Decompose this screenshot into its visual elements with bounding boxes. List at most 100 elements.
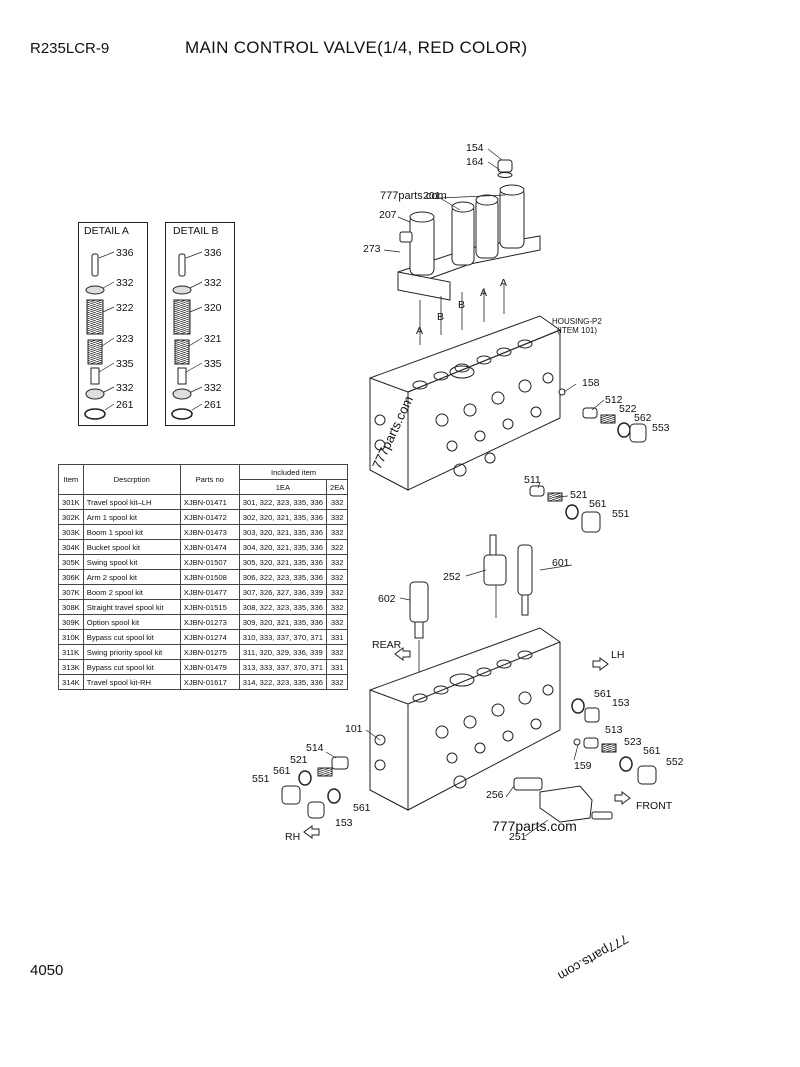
svg-text:B: B bbox=[458, 299, 465, 311]
svg-text:201: 201 bbox=[423, 190, 441, 202]
cell-desc: Option spool kit bbox=[82, 614, 181, 630]
col-desc: Descrption bbox=[82, 464, 181, 495]
cell-partno: XJBN-01471 bbox=[179, 494, 240, 510]
lower-side-parts bbox=[281, 698, 657, 823]
svg-text:336: 336 bbox=[116, 247, 134, 259]
cell-item: 313K bbox=[58, 659, 84, 675]
svg-text:252: 252 bbox=[443, 571, 461, 583]
lower-top-parts bbox=[409, 534, 533, 680]
lower-callouts: 252 601 602 REAR LH 101 514 521 561 551 … bbox=[252, 557, 684, 843]
svg-text:207: 207 bbox=[379, 209, 397, 221]
svg-text:511: 511 bbox=[524, 474, 541, 486]
cell-2ea: 331 bbox=[325, 629, 349, 645]
svg-text:332: 332 bbox=[116, 382, 134, 394]
cell-1ea: 304, 320, 321, 335, 336 bbox=[238, 539, 327, 555]
svg-text:332: 332 bbox=[204, 382, 222, 394]
svg-text:551: 551 bbox=[612, 508, 630, 520]
detail-b-title: DETAIL B bbox=[173, 225, 219, 237]
cell-item: 309K bbox=[58, 614, 84, 630]
cell-1ea: 305, 320, 321, 335, 336 bbox=[238, 554, 327, 570]
watermarks: 777parts.com 777parts.com 777parts.com 7… bbox=[369, 190, 631, 984]
col-partno: Parts no bbox=[179, 464, 240, 495]
detail-a: DETAIL A 336 332 322 323 335 332 261 bbox=[84, 225, 134, 420]
cell-partno: XJBN-01515 bbox=[179, 599, 240, 615]
upper-right-parts bbox=[529, 388, 647, 533]
svg-text:154: 154 bbox=[466, 142, 484, 154]
svg-text:552: 552 bbox=[666, 756, 684, 768]
cell-desc: Arm 1 spool kit bbox=[82, 509, 181, 525]
svg-text:335: 335 bbox=[116, 358, 134, 370]
svg-text:521: 521 bbox=[570, 489, 588, 501]
cell-item: 304K bbox=[58, 539, 84, 555]
cell-1ea: 301, 322, 323, 335, 336 bbox=[238, 494, 327, 510]
spool-bolt bbox=[91, 253, 99, 277]
cell-2ea: 322 bbox=[325, 539, 349, 555]
cell-item: 308K bbox=[58, 599, 84, 615]
svg-text:561: 561 bbox=[594, 688, 612, 700]
cell-2ea: 332 bbox=[325, 674, 349, 690]
cell-1ea: 310, 333, 337, 370, 371 bbox=[238, 629, 327, 645]
svg-text:777parts.com: 777parts.com bbox=[555, 931, 631, 983]
svg-text:FRONT: FRONT bbox=[636, 800, 673, 812]
cell-desc: Arm 2 spool kit bbox=[82, 569, 181, 585]
cell-partno: XJBN-01273 bbox=[179, 614, 240, 630]
direction-arrows bbox=[303, 647, 631, 839]
svg-text:602: 602 bbox=[378, 593, 396, 605]
svg-text:251: 251 bbox=[509, 831, 527, 843]
cell-1ea: 308, 322, 323, 335, 336 bbox=[238, 599, 327, 615]
cell-partno: XJBN-01617 bbox=[179, 674, 240, 690]
svg-text:601: 601 bbox=[552, 557, 570, 569]
cell-desc: Straight travel spool kit bbox=[82, 599, 181, 615]
inner-spring bbox=[87, 339, 103, 365]
svg-text:332: 332 bbox=[116, 277, 134, 289]
lower-housing-block bbox=[369, 627, 561, 811]
svg-text:261: 261 bbox=[204, 399, 222, 411]
svg-text:LH: LH bbox=[611, 649, 624, 661]
detail-b: DETAIL B 336 332 320 321 335 332 261 bbox=[171, 225, 222, 420]
svg-text:777parts.com: 777parts.com bbox=[380, 190, 447, 202]
svg-text:164: 164 bbox=[466, 156, 484, 168]
upper-callouts: 154 164 201 207 273 A B B A A HOUSING-P2… bbox=[363, 142, 670, 520]
col-1ea: 1EA bbox=[238, 479, 327, 495]
cell-partno: XJBN-01472 bbox=[179, 509, 240, 525]
cell-1ea: 303, 320, 321, 335, 336 bbox=[238, 524, 327, 540]
cell-item: 307K bbox=[58, 584, 84, 600]
spacer bbox=[90, 367, 100, 385]
cell-item: 303K bbox=[58, 524, 84, 540]
svg-text:323: 323 bbox=[116, 333, 134, 345]
cell-1ea: 309, 320, 321, 335, 336 bbox=[238, 614, 327, 630]
svg-text:514: 514 bbox=[306, 742, 324, 754]
detail-b-box bbox=[165, 222, 235, 426]
svg-text:B: B bbox=[437, 311, 444, 323]
svg-text:335: 335 bbox=[204, 358, 222, 370]
svg-text:(ITEM 101): (ITEM 101) bbox=[557, 326, 597, 335]
svg-text:521: 521 bbox=[290, 754, 308, 766]
cell-partno: XJBN-01473 bbox=[179, 524, 240, 540]
svg-text:159: 159 bbox=[574, 760, 592, 772]
cell-2ea: 332 bbox=[325, 599, 349, 615]
cell-2ea: 331 bbox=[325, 659, 349, 675]
svg-text:561: 561 bbox=[353, 802, 371, 814]
page-number: 4050 bbox=[30, 962, 64, 979]
cell-partno: XJBN-01507 bbox=[179, 554, 240, 570]
svg-text:256: 256 bbox=[486, 789, 504, 801]
svg-text:777parts.com: 777parts.com bbox=[492, 818, 577, 834]
cell-partno: XJBN-01479 bbox=[179, 659, 240, 675]
svg-text:561: 561 bbox=[273, 765, 291, 777]
cell-item: 310K bbox=[58, 629, 84, 645]
svg-text:153: 153 bbox=[335, 817, 353, 829]
col-item: Item bbox=[58, 464, 84, 495]
svg-text:322: 322 bbox=[116, 302, 134, 314]
cell-2ea: 332 bbox=[325, 614, 349, 630]
svg-text:273: 273 bbox=[363, 243, 381, 255]
